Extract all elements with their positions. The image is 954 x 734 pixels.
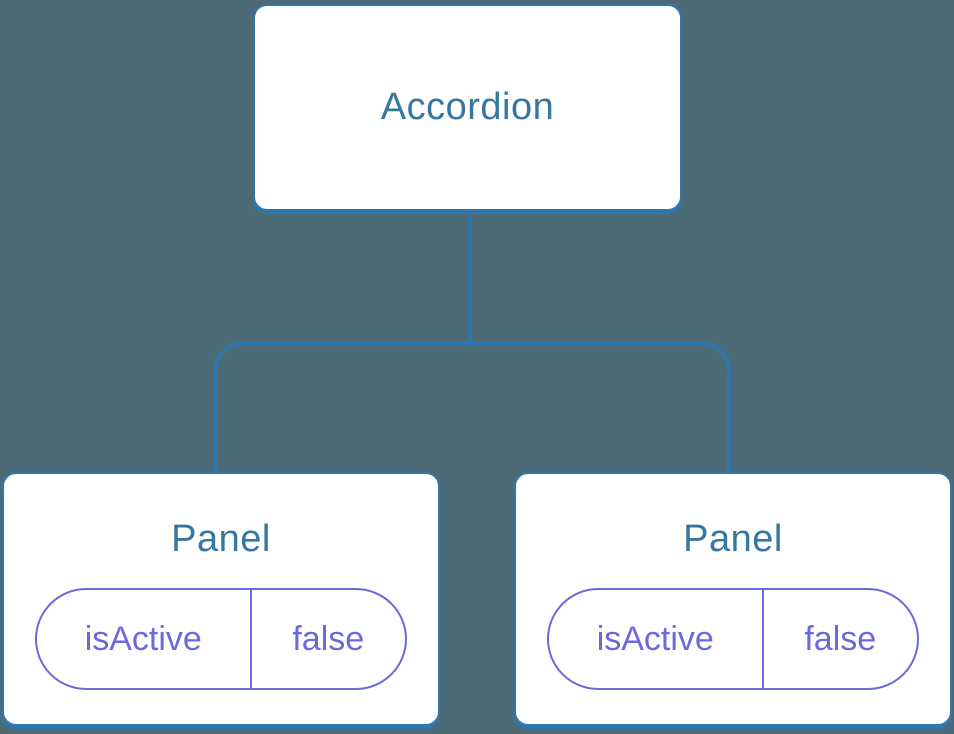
panel-node-label: Panel	[171, 518, 271, 560]
panel-node-label: Panel	[683, 518, 783, 560]
prop-value: false	[804, 619, 877, 658]
prop-name: isActive	[549, 590, 764, 688]
panel-node-left: Panel isActive false	[2, 472, 440, 726]
prop-value: false	[292, 619, 365, 658]
accordion-node: Accordion	[253, 4, 682, 211]
panel-node-right: Panel isActive false	[514, 472, 952, 726]
prop-name: isActive	[37, 590, 252, 688]
prop-pill: isActive false	[35, 588, 407, 690]
accordion-node-label: Accordion	[380, 86, 555, 128]
prop-pill: isActive false	[547, 588, 919, 690]
connector-branch	[213, 341, 731, 472]
connector-root-stem	[468, 209, 472, 345]
